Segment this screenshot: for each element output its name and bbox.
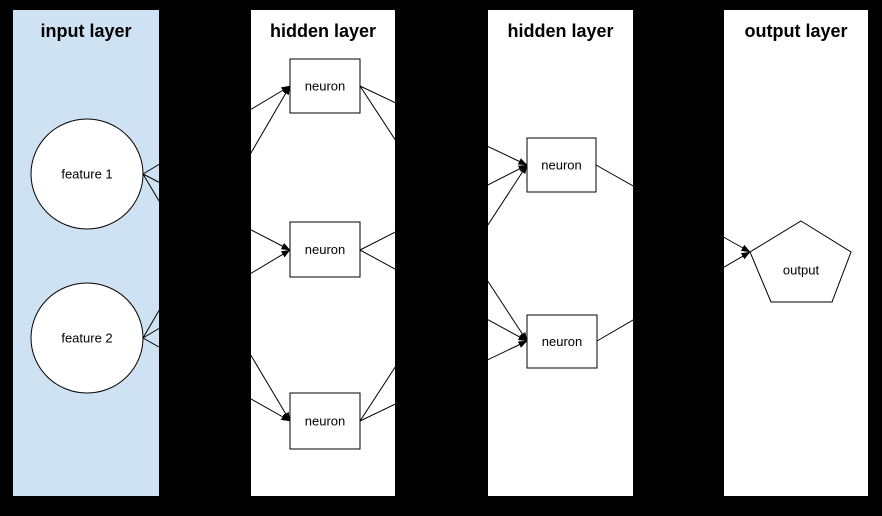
edge-feature1-to-h1n1	[142, 85, 291, 175]
edge-h1n1-to-h2n2	[359, 85, 528, 342]
node-feature2-ellipse	[30, 282, 144, 394]
node-label-h2n1: neuron	[541, 158, 581, 173]
node-feature1-ellipse	[30, 118, 144, 230]
edge-feature2-to-h1n1	[142, 85, 291, 339]
panel-title-hidden1: hidden layer	[270, 21, 376, 41]
node-label-h1n3: neuron	[305, 414, 345, 429]
node-label-out1: output	[783, 263, 820, 278]
edge-h1n2-to-h2n2	[359, 249, 528, 342]
edge-feature2-to-h1n2	[142, 249, 291, 339]
panel-title-output: output layer	[744, 21, 847, 41]
edge-feature1-to-h1n3	[142, 173, 291, 422]
edge-feature2-to-h1n3	[142, 337, 291, 422]
edge-h1n3-to-h2n1	[359, 164, 528, 422]
panel-title-hidden2: hidden layer	[507, 21, 613, 41]
edge-h2n2-to-out1	[596, 251, 751, 342]
panel-hidden2-layer	[488, 10, 633, 496]
panel-title-input: input layer	[40, 21, 131, 41]
node-label-h1n1: neuron	[305, 79, 345, 94]
node-out1-pentagon	[749, 220, 852, 303]
node-label-h1n2: neuron	[305, 242, 345, 257]
panel-input-layer	[13, 10, 159, 496]
node-label-feature1: feature 1	[61, 167, 112, 182]
node-label-h2n2: neuron	[542, 334, 582, 349]
node-h2n2-rect	[526, 314, 598, 369]
edge-h1n1-to-h2n1	[359, 85, 528, 166]
node-h2n1-rect	[526, 137, 597, 193]
edge-h1n3-to-h2n2	[359, 340, 528, 422]
node-h1n2-rect	[289, 221, 361, 278]
node-h1n1-rect	[289, 58, 361, 114]
edge-h1n2-to-h2n1	[359, 164, 528, 251]
node-label-feature2: feature 2	[61, 331, 112, 346]
edge-h2n1-to-out1	[595, 164, 751, 253]
node-h1n3-rect	[289, 392, 361, 450]
